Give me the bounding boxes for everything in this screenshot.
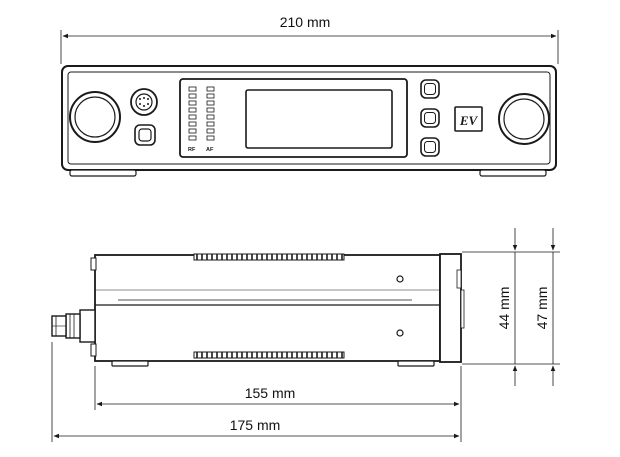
side-housing: [94, 254, 441, 362]
connector-jack-icon: [130, 88, 158, 116]
total-depth-label: 175 mm: [230, 417, 281, 433]
rf-meter-segment: [188, 93, 197, 99]
rf-meter-segment: [188, 121, 197, 127]
front-foot-left: [69, 169, 137, 177]
af-meter-segment: [206, 93, 215, 99]
side-foot-left: [111, 360, 149, 367]
rf-meter-segment: [188, 86, 197, 92]
total-height-label: 47 mm: [534, 287, 550, 330]
screw-bottom-icon: [396, 329, 404, 337]
menu-button-down-icon: [420, 137, 440, 157]
rf-meter-icon: [188, 86, 197, 141]
rf-meter-segment: [188, 114, 197, 120]
af-meter-segment: [206, 114, 215, 120]
control-knob-icon: [498, 93, 550, 145]
af-meter-icon: [206, 86, 215, 141]
front-width-label: 210 mm: [280, 14, 331, 30]
rf-meter-segment: [188, 107, 197, 113]
vent-strip-outline: [193, 351, 345, 359]
ev-logo-icon: EV: [454, 106, 483, 132]
body-depth-label: 155 mm: [245, 385, 296, 401]
body-height-label: 44 mm: [496, 287, 512, 330]
af-meter-segment: [206, 128, 215, 134]
rf-meter-segment: [188, 135, 197, 141]
bnc-connector-icon: [51, 309, 96, 343]
screw-top-icon: [396, 275, 404, 283]
af-meter-segment: [206, 107, 215, 113]
front-foot-right: [479, 169, 547, 177]
side-foot-right: [397, 360, 435, 367]
menu-button-up-icon: [420, 79, 440, 99]
vent-strip-top: [193, 253, 345, 261]
menu-button-mid-icon: [420, 108, 440, 128]
af-meter-segment: [206, 100, 215, 106]
af-meter-segment: [206, 121, 215, 127]
af-meter-segment: [206, 135, 215, 141]
af-meter-segment: [206, 86, 215, 92]
svg-text:EV: EV: [459, 113, 479, 128]
rf-meter-segment: [188, 100, 197, 106]
lcd-screen: [245, 89, 393, 149]
rf-meter-segment: [188, 128, 197, 134]
vent-strip-outline: [193, 253, 345, 261]
power-button-icon: [134, 124, 156, 146]
rf-meter-label: RF: [188, 147, 196, 153]
volume-knob-icon: [69, 91, 121, 143]
vent-strip-bottom: [193, 351, 345, 359]
af-meter-label: AF: [206, 147, 214, 153]
front-view: 210 mm: [60, 14, 559, 177]
side-view: 44 mm 47 mm: [51, 228, 560, 442]
